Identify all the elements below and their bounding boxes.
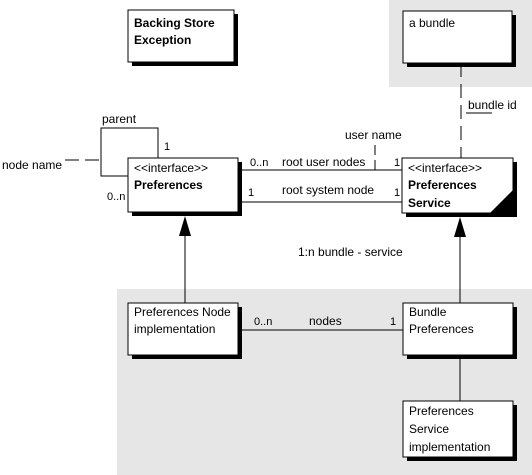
preferences-stereotype: <<interface>> — [134, 161, 208, 175]
root-user-mult-left: 0..n — [250, 157, 268, 169]
a-bundle-box: a bundle — [402, 10, 516, 67]
node-name-label: node name — [2, 158, 62, 172]
bundle-preferences-box: Bundle Preferences — [402, 302, 517, 359]
child-multiplicity: 0..n — [107, 191, 125, 203]
user-name-label: user name — [345, 128, 402, 142]
bundle-service-label: 1:n bundle - service — [298, 245, 403, 259]
bundle-preferences-line1: Bundle — [409, 305, 447, 319]
preferences-service-name-line1: Preferences — [408, 178, 477, 192]
bundle-prefs-realization-arrowhead — [454, 217, 466, 237]
root-system-node-label: root system node — [282, 183, 374, 197]
nodes-label: nodes — [309, 314, 342, 328]
preferences-name: Preferences — [134, 178, 203, 192]
preferences-service-interface-box: <<interface>> Preferences Service — [401, 157, 517, 217]
parent-multiplicity: 1 — [164, 141, 170, 153]
node-impl-realization-arrowhead — [179, 216, 191, 236]
bundle-id-label: bundle id — [468, 98, 517, 112]
nodes-mult-right: 1 — [390, 316, 396, 328]
preferences-service-impl-line3: implementation — [409, 440, 490, 454]
backing-store-exception-line1: Backing Store — [134, 16, 215, 30]
preferences-node-impl-line2: implementation — [134, 322, 215, 336]
preferences-service-name-line2: Service — [408, 196, 451, 210]
preferences-node-impl-line1: Preferences Node — [134, 305, 231, 319]
root-user-nodes-label: root user nodes — [282, 155, 365, 169]
root-system-mult-left: 1 — [248, 187, 254, 199]
backing-store-exception-line2: Exception — [134, 33, 191, 47]
preferences-service-stereotype: <<interface>> — [408, 161, 482, 175]
preferences-service-impl-line2: Service — [409, 422, 449, 436]
parent-self-association — [100, 127, 159, 177]
backing-store-exception-box: Backing Store Exception — [127, 9, 238, 66]
preferences-service-implementation-box: Preferences Service implementation — [402, 400, 517, 461]
parent-label: parent — [102, 112, 137, 126]
nodes-mult-left: 0..n — [254, 316, 272, 328]
preferences-node-implementation-box: Preferences Node implementation — [127, 302, 242, 359]
root-user-mult-right: 1 — [394, 157, 400, 169]
preferences-service-impl-line1: Preferences — [409, 404, 474, 418]
a-bundle-label: a bundle — [409, 16, 455, 30]
preferences-interface-box: <<interface>> Preferences — [127, 157, 242, 216]
bundle-preferences-line2: Preferences — [409, 322, 474, 336]
root-system-mult-right: 1 — [394, 187, 400, 199]
preferences-service-corner-mark — [490, 190, 513, 213]
